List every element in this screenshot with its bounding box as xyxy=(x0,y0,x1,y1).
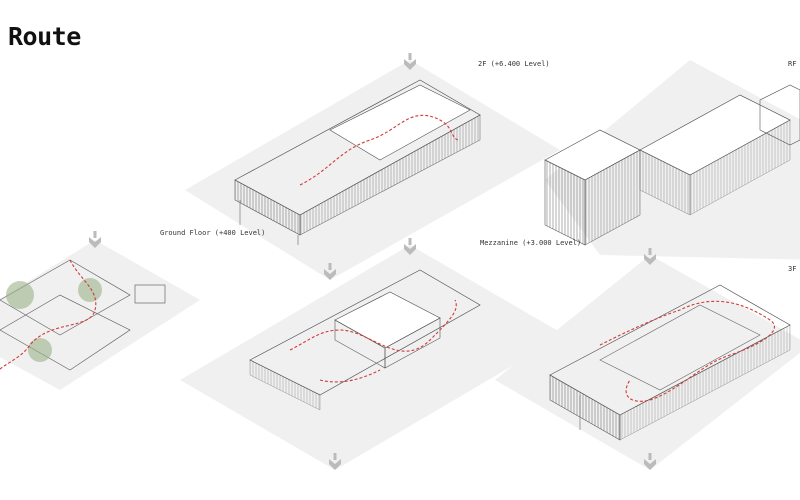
mezzanine-label: Mezzanine (+3.000 Level) xyxy=(480,239,582,247)
3f-drawing xyxy=(495,248,800,470)
ground-floor-drawing xyxy=(0,231,200,390)
route-path xyxy=(319,369,381,383)
2f-label: 2F (+6.400 Level) xyxy=(478,60,550,68)
route-path xyxy=(0,259,97,370)
rf-drawing xyxy=(544,60,800,260)
route-path xyxy=(599,300,775,402)
2f-drawing xyxy=(185,53,560,280)
tree-icon xyxy=(6,281,34,309)
page-title: Route xyxy=(8,22,81,51)
mezzanine-drawing xyxy=(180,238,565,470)
ground-floor-label: Ground Floor (+400 Level) xyxy=(160,229,266,237)
route-path xyxy=(299,114,461,186)
3f-label: 3F xyxy=(788,265,797,273)
tree-icon xyxy=(78,278,102,302)
tree-icon xyxy=(28,338,52,362)
rf-label: RF xyxy=(788,60,797,68)
route-path xyxy=(289,299,457,352)
